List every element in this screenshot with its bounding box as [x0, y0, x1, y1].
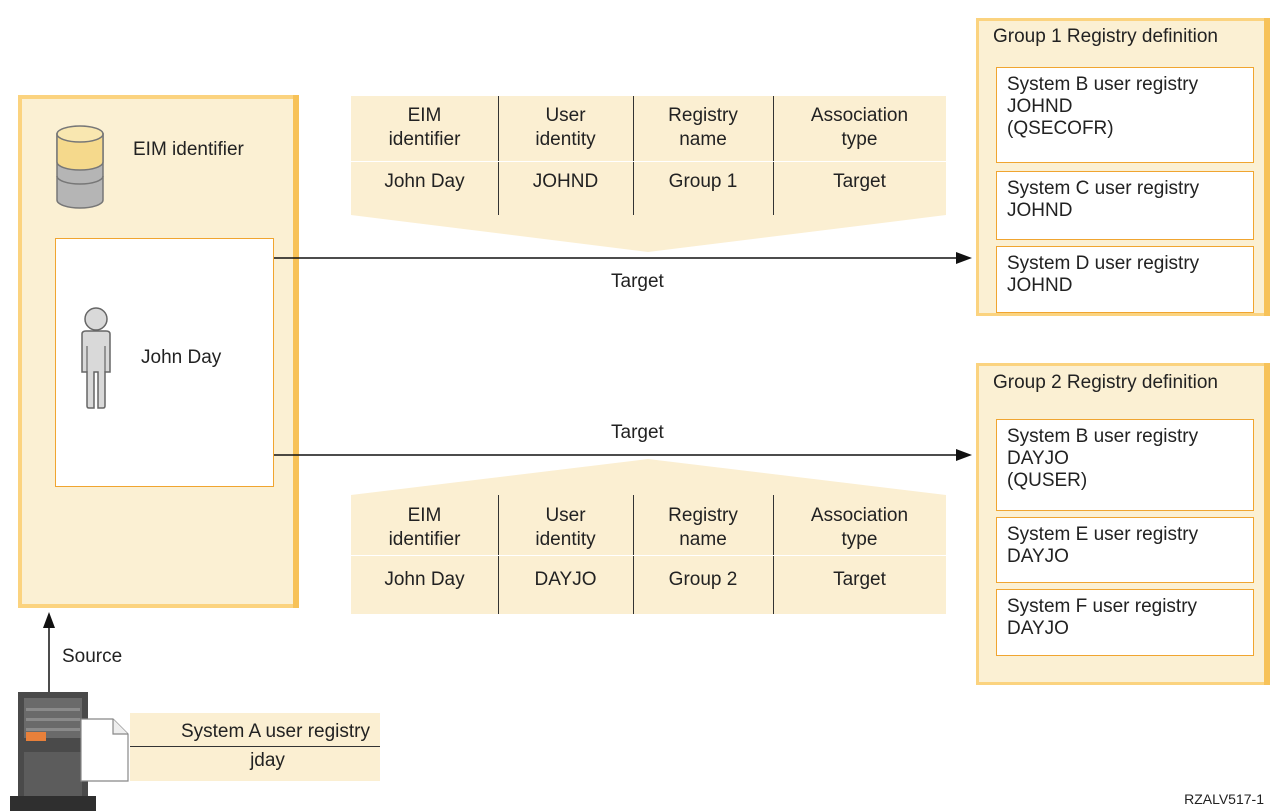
registry-box: System B user registry JOHND (QSECOFR) — [996, 67, 1254, 163]
document-icon — [80, 718, 129, 782]
registry-system: System E user registry — [1007, 524, 1199, 545]
registry-box: System B user registry DAYJO (QUSER) — [996, 419, 1254, 511]
table-top-cell: John Day — [384, 171, 465, 192]
figure-id: RZALV517-1 — [1184, 791, 1264, 807]
registry-user: JOHND — [1007, 275, 1073, 296]
table-top-cell: Group 1 — [668, 171, 738, 192]
registry-user: DAYJO — [1007, 448, 1069, 469]
group1-title: Group 1 Registry definition — [993, 26, 1218, 47]
table-top-pointer — [351, 215, 946, 252]
registry-box: System C user registry JOHND — [996, 171, 1254, 240]
registry-system: System C user registry — [1007, 178, 1200, 199]
registry-note: (QSECOFR) — [1007, 118, 1114, 139]
registry-box: System E user registry DAYJO — [996, 517, 1254, 583]
arrowhead-bottom — [956, 449, 972, 461]
group2-title: Group 2 Registry definition — [993, 372, 1218, 393]
eim-identifier-title: EIM identifier — [133, 139, 244, 160]
registry-box: System F user registry DAYJO — [996, 589, 1254, 656]
association-table-top — [351, 96, 946, 215]
system-a-user: jday — [250, 750, 285, 771]
registry-system: System B user registry — [1007, 74, 1199, 95]
registry-user: DAYJO — [1007, 618, 1069, 639]
association-table-bottom — [351, 495, 946, 614]
database-icon — [56, 125, 104, 209]
registry-system: System B user registry — [1007, 426, 1199, 447]
table-top-cell: Target — [833, 171, 886, 192]
registry-user: JOHND — [1007, 96, 1073, 117]
source-label: Source — [62, 646, 123, 667]
table-bottom-cell: Group 2 — [668, 569, 738, 590]
person-name: John Day — [141, 347, 222, 368]
registry-user: DAYJO — [1007, 546, 1069, 567]
table-bottom-cell: DAYJO — [534, 569, 597, 590]
registry-system: System F user registry — [1007, 596, 1198, 617]
registry-system: System D user registry — [1007, 253, 1200, 274]
arrow-bottom-label: Target — [611, 422, 664, 443]
registry-user: JOHND — [1007, 200, 1073, 221]
system-a-divider — [130, 746, 380, 747]
system-a-registry: System A user registry — [180, 721, 370, 742]
registry-note: (QUSER) — [1007, 470, 1088, 491]
arrowhead-source — [43, 612, 55, 628]
server-icon — [10, 692, 96, 811]
arrowhead-top — [956, 252, 972, 264]
table-bottom-cell: John Day — [384, 569, 465, 590]
person-icon — [81, 307, 111, 409]
table-bottom-cell: Target — [833, 569, 886, 590]
table-top-cell: JOHND — [532, 171, 599, 192]
system-a-registry-label — [130, 713, 380, 781]
table-bottom-pointer — [351, 459, 946, 495]
arrow-top-label: Target — [611, 271, 664, 292]
registry-box: System D user registry JOHND — [996, 246, 1254, 313]
